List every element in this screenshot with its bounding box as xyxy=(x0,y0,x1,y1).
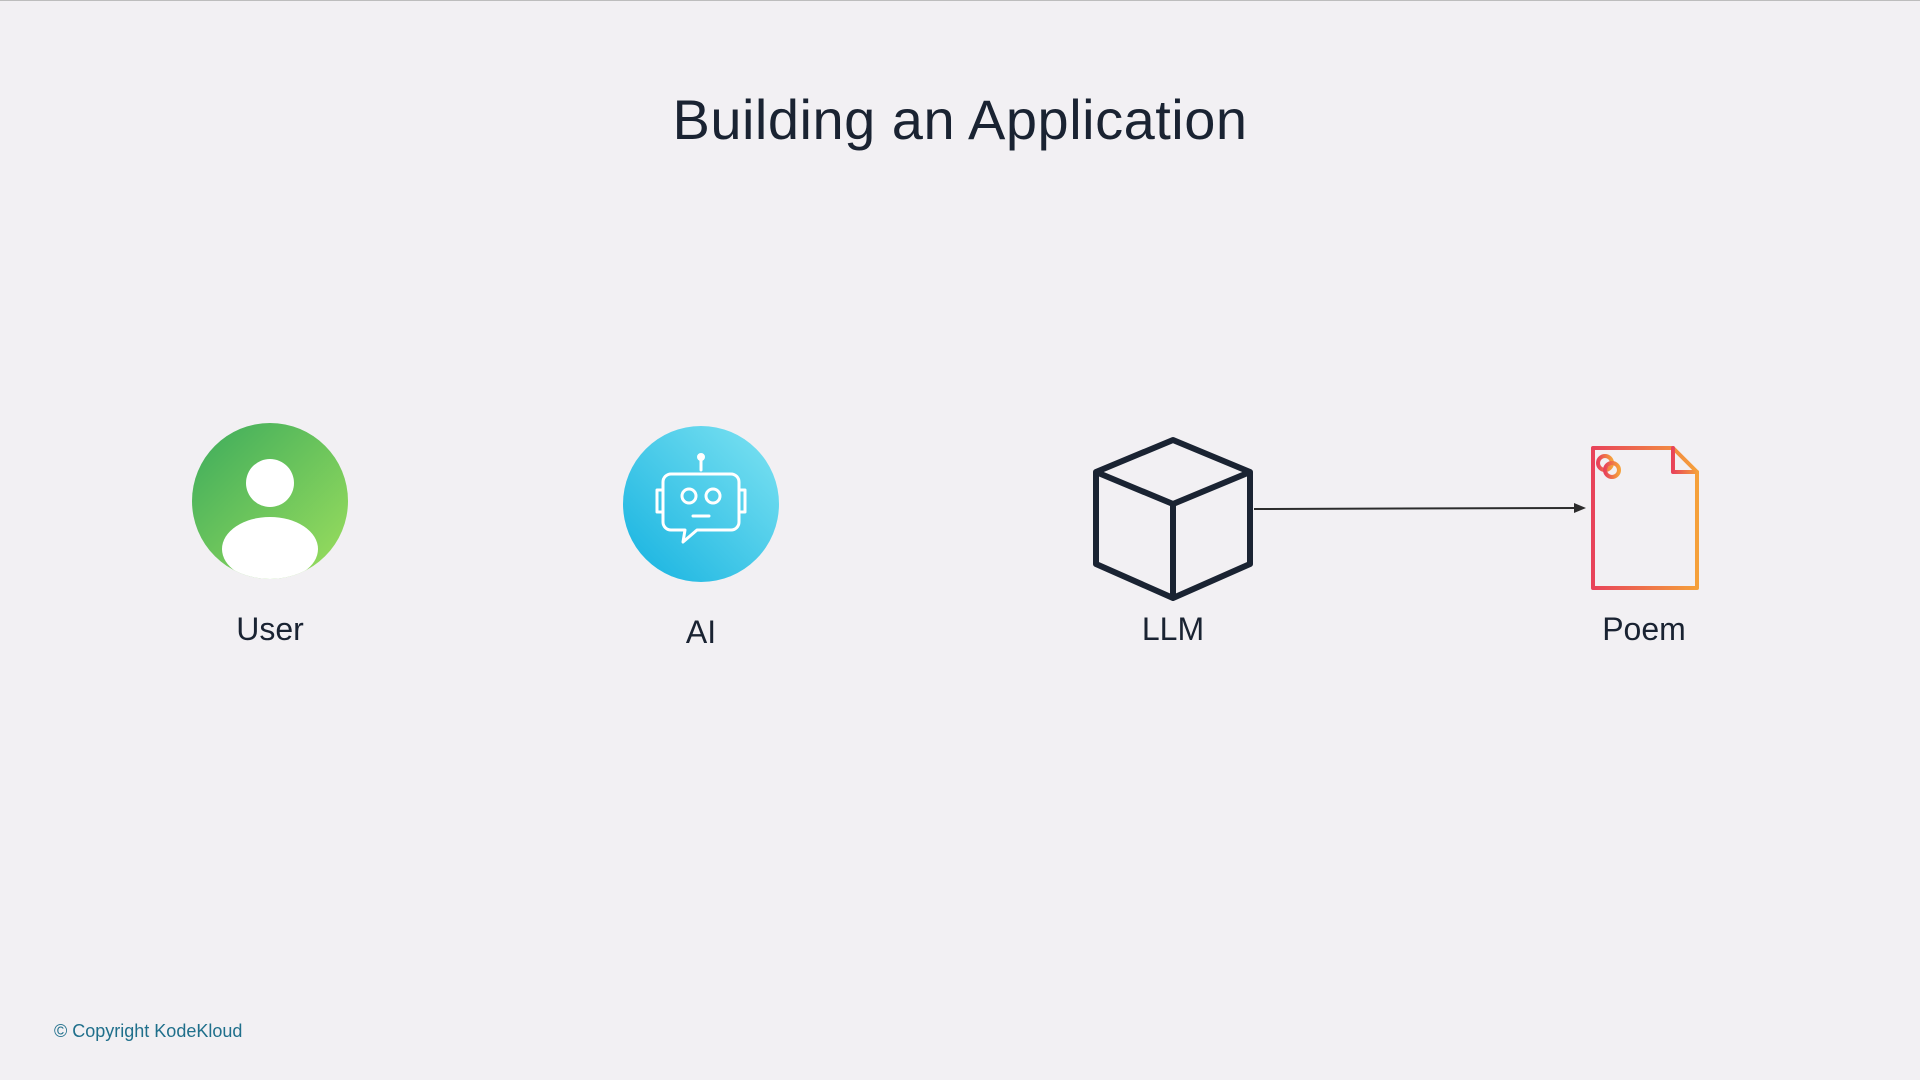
robot-chat-icon xyxy=(623,426,779,582)
node-llm-label: LLM xyxy=(1141,611,1205,647)
node-user-label: User xyxy=(236,611,304,647)
node-poem-label: Poem xyxy=(1602,611,1686,647)
page-title: Building an Application xyxy=(672,88,1248,151)
copyright-text: © Copyright KodeKloud xyxy=(54,1021,243,1041)
node-ai: AI xyxy=(621,424,781,664)
user-avatar-icon xyxy=(192,423,348,579)
node-user: User xyxy=(190,421,350,661)
document-icon xyxy=(1591,446,1699,590)
node-llm: LLM xyxy=(1090,436,1256,666)
node-ai-label: AI xyxy=(685,614,717,650)
node-poem: Poem xyxy=(1585,446,1703,666)
connector-arrow xyxy=(1254,503,1586,513)
cube-icon xyxy=(1093,437,1253,601)
